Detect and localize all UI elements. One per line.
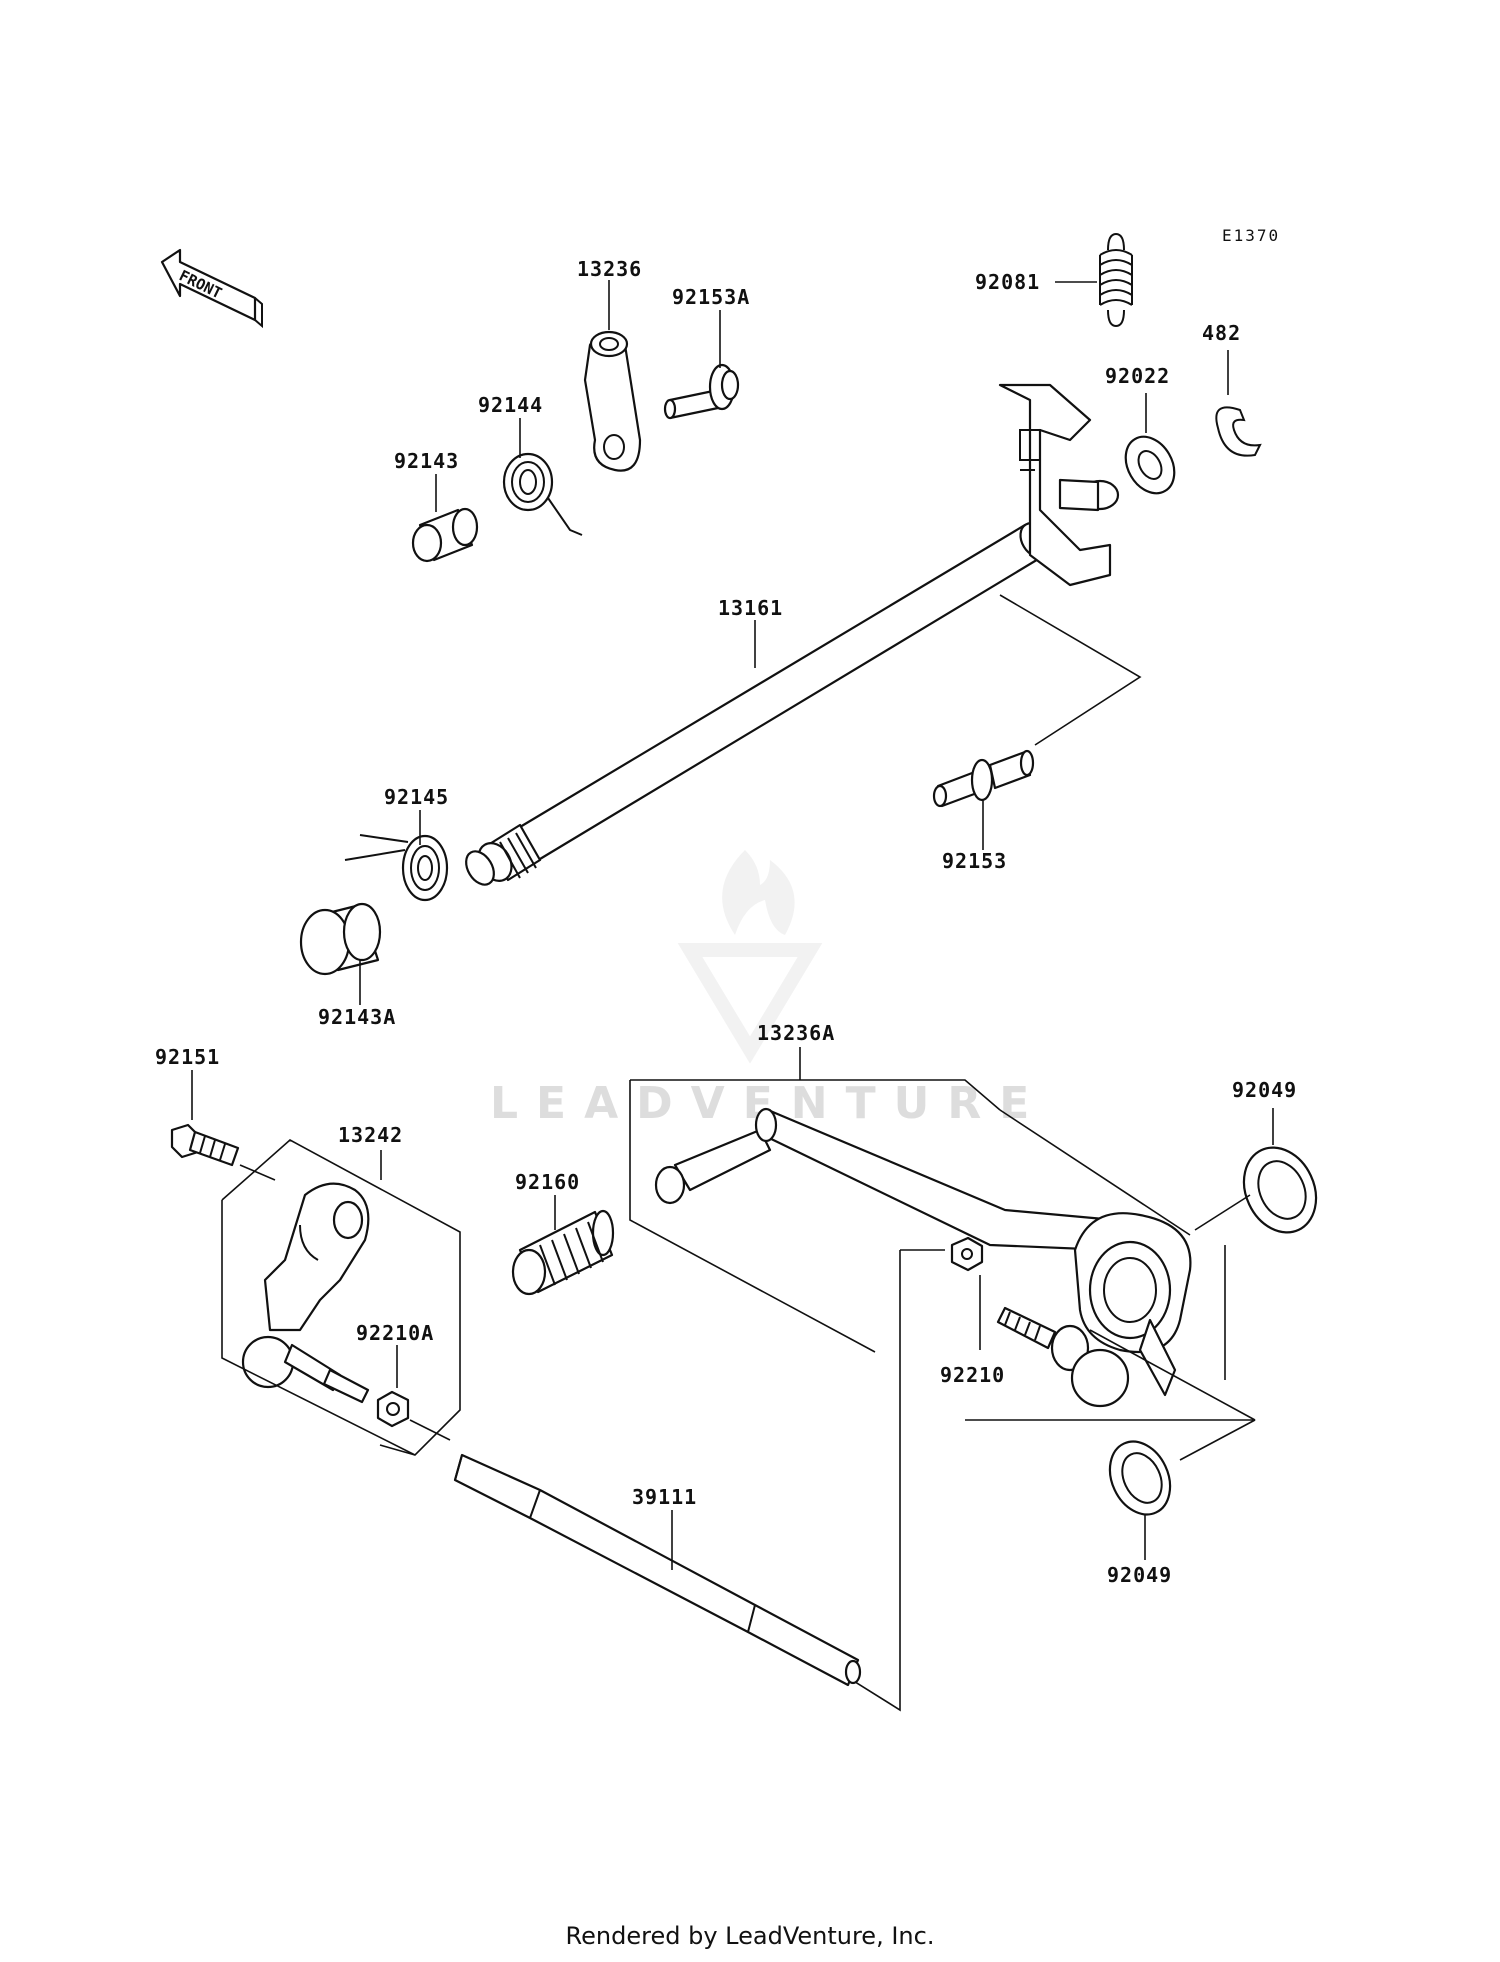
part-39111-tie-rod	[453, 1453, 862, 1687]
part-92049-oil-seal-upper	[1242, 1146, 1318, 1234]
part-92153-pin-bolt	[932, 749, 1035, 808]
label-482: 482	[1202, 321, 1241, 345]
part-92210A-nut	[376, 1390, 410, 1428]
label-92143: 92143	[394, 449, 459, 473]
part-92144-torsion-spring	[502, 452, 583, 536]
part-13161-shift-shaft	[465, 383, 1120, 886]
part-92143-collar	[411, 507, 479, 563]
watermark-logo	[677, 850, 823, 1064]
part-13236-arm-plate	[583, 330, 642, 472]
front-arrow-icon: FRONT	[160, 248, 263, 329]
label-92081: 92081	[975, 270, 1040, 294]
part-92151-bolt	[170, 1123, 240, 1167]
part-92153A-bolt	[663, 363, 740, 420]
part-92049-oil-seal-lower	[1108, 1440, 1172, 1516]
label-92153A: 92153A	[672, 285, 750, 309]
label-13236A: 13236A	[757, 1021, 835, 1045]
label-92143A: 92143A	[318, 1005, 396, 1029]
part-92143A-collar	[299, 902, 382, 976]
part-92160-pedal-rubber	[511, 1209, 615, 1296]
part-13242-shift-arm	[241, 1182, 370, 1404]
label-92049-lower: 92049	[1107, 1563, 1172, 1587]
label-13161: 13161	[718, 596, 783, 620]
part-482-circlip	[1215, 406, 1262, 457]
label-39111: 39111	[632, 1485, 697, 1509]
label-92049-upper: 92049	[1232, 1078, 1297, 1102]
footer-credit: Rendered by LeadVenture, Inc.	[565, 1922, 935, 1950]
diagram-code: E1370	[1222, 226, 1280, 245]
label-92160: 92160	[515, 1170, 580, 1194]
label-92144: 92144	[478, 393, 543, 417]
label-92210: 92210	[940, 1363, 1005, 1387]
label-92153: 92153	[942, 849, 1007, 873]
label-13242: 13242	[338, 1123, 403, 1147]
label-92022: 92022	[1105, 364, 1170, 388]
part-92081-spring	[1099, 232, 1133, 328]
part-92022-washer	[1124, 435, 1176, 495]
part-13236A-shift-lever	[654, 1107, 1192, 1397]
part-92210-nut	[950, 1236, 984, 1272]
label-92210A: 92210A	[356, 1321, 434, 1345]
label-92151: 92151	[155, 1045, 220, 1069]
label-13236: 13236	[577, 257, 642, 281]
label-92145: 92145	[384, 785, 449, 809]
part-92145-return-spring	[344, 834, 449, 902]
part-92210-ball-joint-bolt	[996, 1306, 1130, 1408]
